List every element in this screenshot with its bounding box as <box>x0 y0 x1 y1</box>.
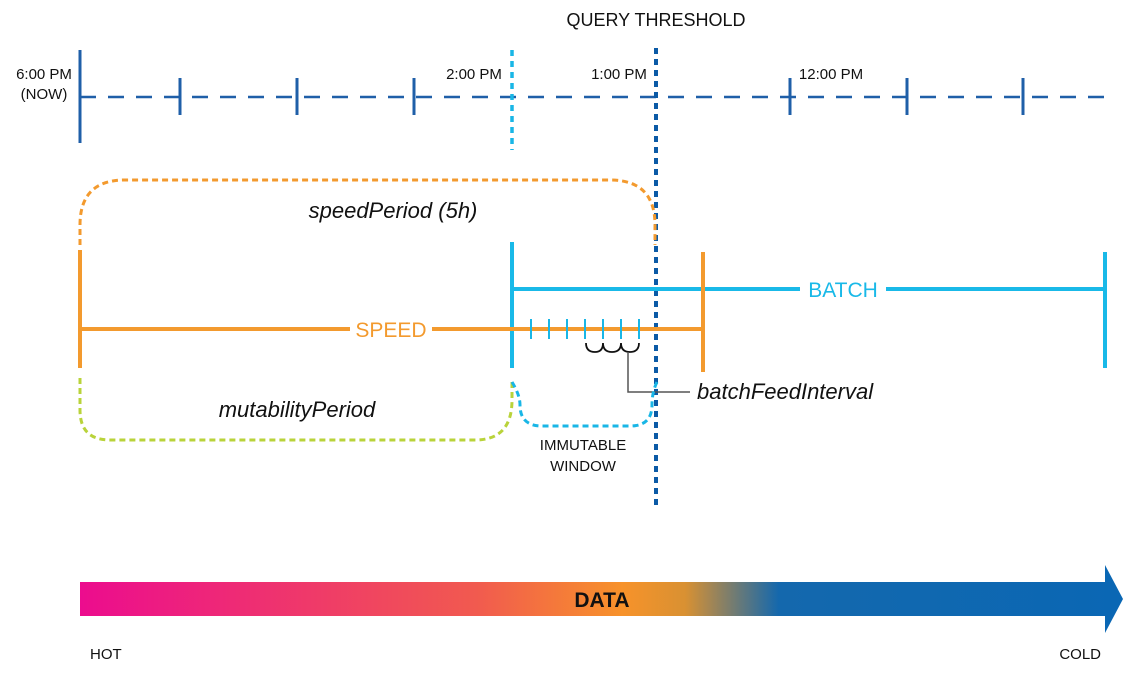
mutability-period-bracket <box>78 378 514 442</box>
feed-interval-leader <box>627 352 690 393</box>
cold-label: COLD <box>1059 646 1101 663</box>
now-label: (NOW) <box>21 86 68 103</box>
immutable-window-label-line1: IMMUTABLE <box>540 437 626 454</box>
time-label-1pm: 1:00 PM <box>591 66 647 83</box>
timeline: 6:00 PM (NOW) 2:00 PM 1:00 PM 12:00 PM <box>16 50 1110 143</box>
batch-label: BATCH <box>808 279 878 302</box>
batch-feed-ticks <box>530 319 640 339</box>
immutable-window-bracket <box>510 381 659 428</box>
immutable-window-label-line2: WINDOW <box>550 458 617 475</box>
time-label-12pm: 12:00 PM <box>799 66 863 83</box>
query-threshold-label: QUERY THRESHOLD <box>566 10 745 30</box>
speed-label: SPEED <box>355 319 426 342</box>
feed-interval-braces <box>585 342 640 353</box>
speed-period-label: speedPeriod (5h) <box>309 198 478 223</box>
batch-layer: BATCH <box>510 242 1107 368</box>
speed-period-bracket <box>78 178 657 245</box>
speed-layer: SPEED <box>78 250 705 372</box>
hot-label: HOT <box>90 646 122 663</box>
mutability-period-label: mutabilityPeriod <box>219 397 376 422</box>
batch-feed-interval-label: batchFeedInterval <box>697 379 874 404</box>
now-time-label: 6:00 PM <box>16 66 72 83</box>
time-label-2pm: 2:00 PM <box>446 66 502 83</box>
data-temperature-arrow <box>80 565 1123 633</box>
data-label: DATA <box>574 589 629 612</box>
